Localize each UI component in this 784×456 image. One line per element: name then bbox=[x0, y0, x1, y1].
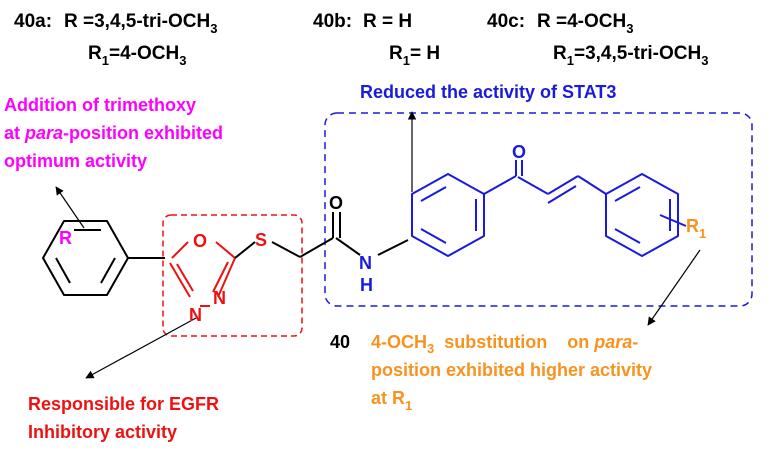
oxadiazole-ring bbox=[169, 241, 236, 307]
variant-40a-label: 40a: bbox=[14, 11, 52, 32]
variant-40a-r: R =3,4,5-tri-OCH3 bbox=[64, 11, 217, 36]
variant-40b: 40b: R = H R1= H bbox=[313, 11, 440, 68]
atom-r-label: R bbox=[59, 228, 72, 248]
oxadiazole-highlight-box bbox=[162, 214, 303, 337]
annotation-red-line2: Inhibitory activity bbox=[28, 422, 177, 442]
atom-amide-h: H bbox=[360, 275, 373, 295]
annotation-red-line1: Responsible for EGFR bbox=[28, 394, 219, 414]
atom-oxadiazole-o: O bbox=[193, 231, 207, 251]
annotation-orange-line3: at R1 bbox=[371, 388, 412, 413]
atom-ketone-o: O bbox=[512, 142, 526, 162]
variant-40b-r1: R1= H bbox=[389, 43, 440, 68]
atom-oxadiazole-n-left: N bbox=[189, 305, 202, 325]
variant-40b-label: 40b: bbox=[313, 11, 352, 32]
annotation-magenta-line2: at para-position exhibited bbox=[4, 123, 223, 143]
annotation-orange-line1: 4-OCH3 substitution on para- bbox=[371, 332, 638, 356]
arrow-to-orange-note bbox=[647, 249, 701, 326]
chalcone-core bbox=[411, 160, 687, 257]
atom-amide-n: N bbox=[359, 253, 372, 273]
atom-r1-label: R1 bbox=[686, 216, 706, 241]
variant-40a-r1: R1=4-OCH3 bbox=[88, 43, 186, 68]
atom-amide-o: O bbox=[329, 193, 343, 213]
variant-40c-label: 40c: bbox=[487, 11, 525, 32]
chalcone-highlight-box bbox=[324, 112, 753, 307]
variant-40a: 40a: R =3,4,5-tri-OCH3 R1=4-OCH3 bbox=[14, 11, 217, 68]
annotation-orange-line2: position exhibited higher activity bbox=[371, 360, 652, 380]
compound-number: 40 bbox=[330, 332, 350, 352]
annotation-magenta-line3: optimum activity bbox=[4, 151, 147, 171]
annotation-magenta-line1: Addition of trimethoxy bbox=[4, 95, 196, 115]
arrow-to-red-note bbox=[85, 317, 197, 379]
annotation-orange: 4-OCH3 substitution on para- position ex… bbox=[371, 332, 652, 413]
linker-bonds bbox=[234, 212, 409, 259]
annotation-blue: Reduced the activity of STAT3 bbox=[360, 82, 616, 102]
variant-40c-r: R =4-OCH3 bbox=[537, 11, 633, 36]
variant-40c-r1: R1=3,4,5-tri-OCH3 bbox=[553, 43, 708, 68]
variant-40c: 40c: R =4-OCH3 R1=3,4,5-tri-OCH3 bbox=[487, 11, 708, 68]
annotation-red: Responsible for EGFR Inhibitory activity bbox=[28, 394, 219, 442]
annotation-magenta: Addition of trimethoxy at para-position … bbox=[4, 95, 223, 171]
atom-oxadiazole-n-right: N bbox=[213, 288, 226, 308]
left-phenyl-ring bbox=[42, 220, 165, 296]
atom-sulfur: S bbox=[255, 230, 267, 250]
variant-40b-r: R = H bbox=[363, 11, 412, 32]
